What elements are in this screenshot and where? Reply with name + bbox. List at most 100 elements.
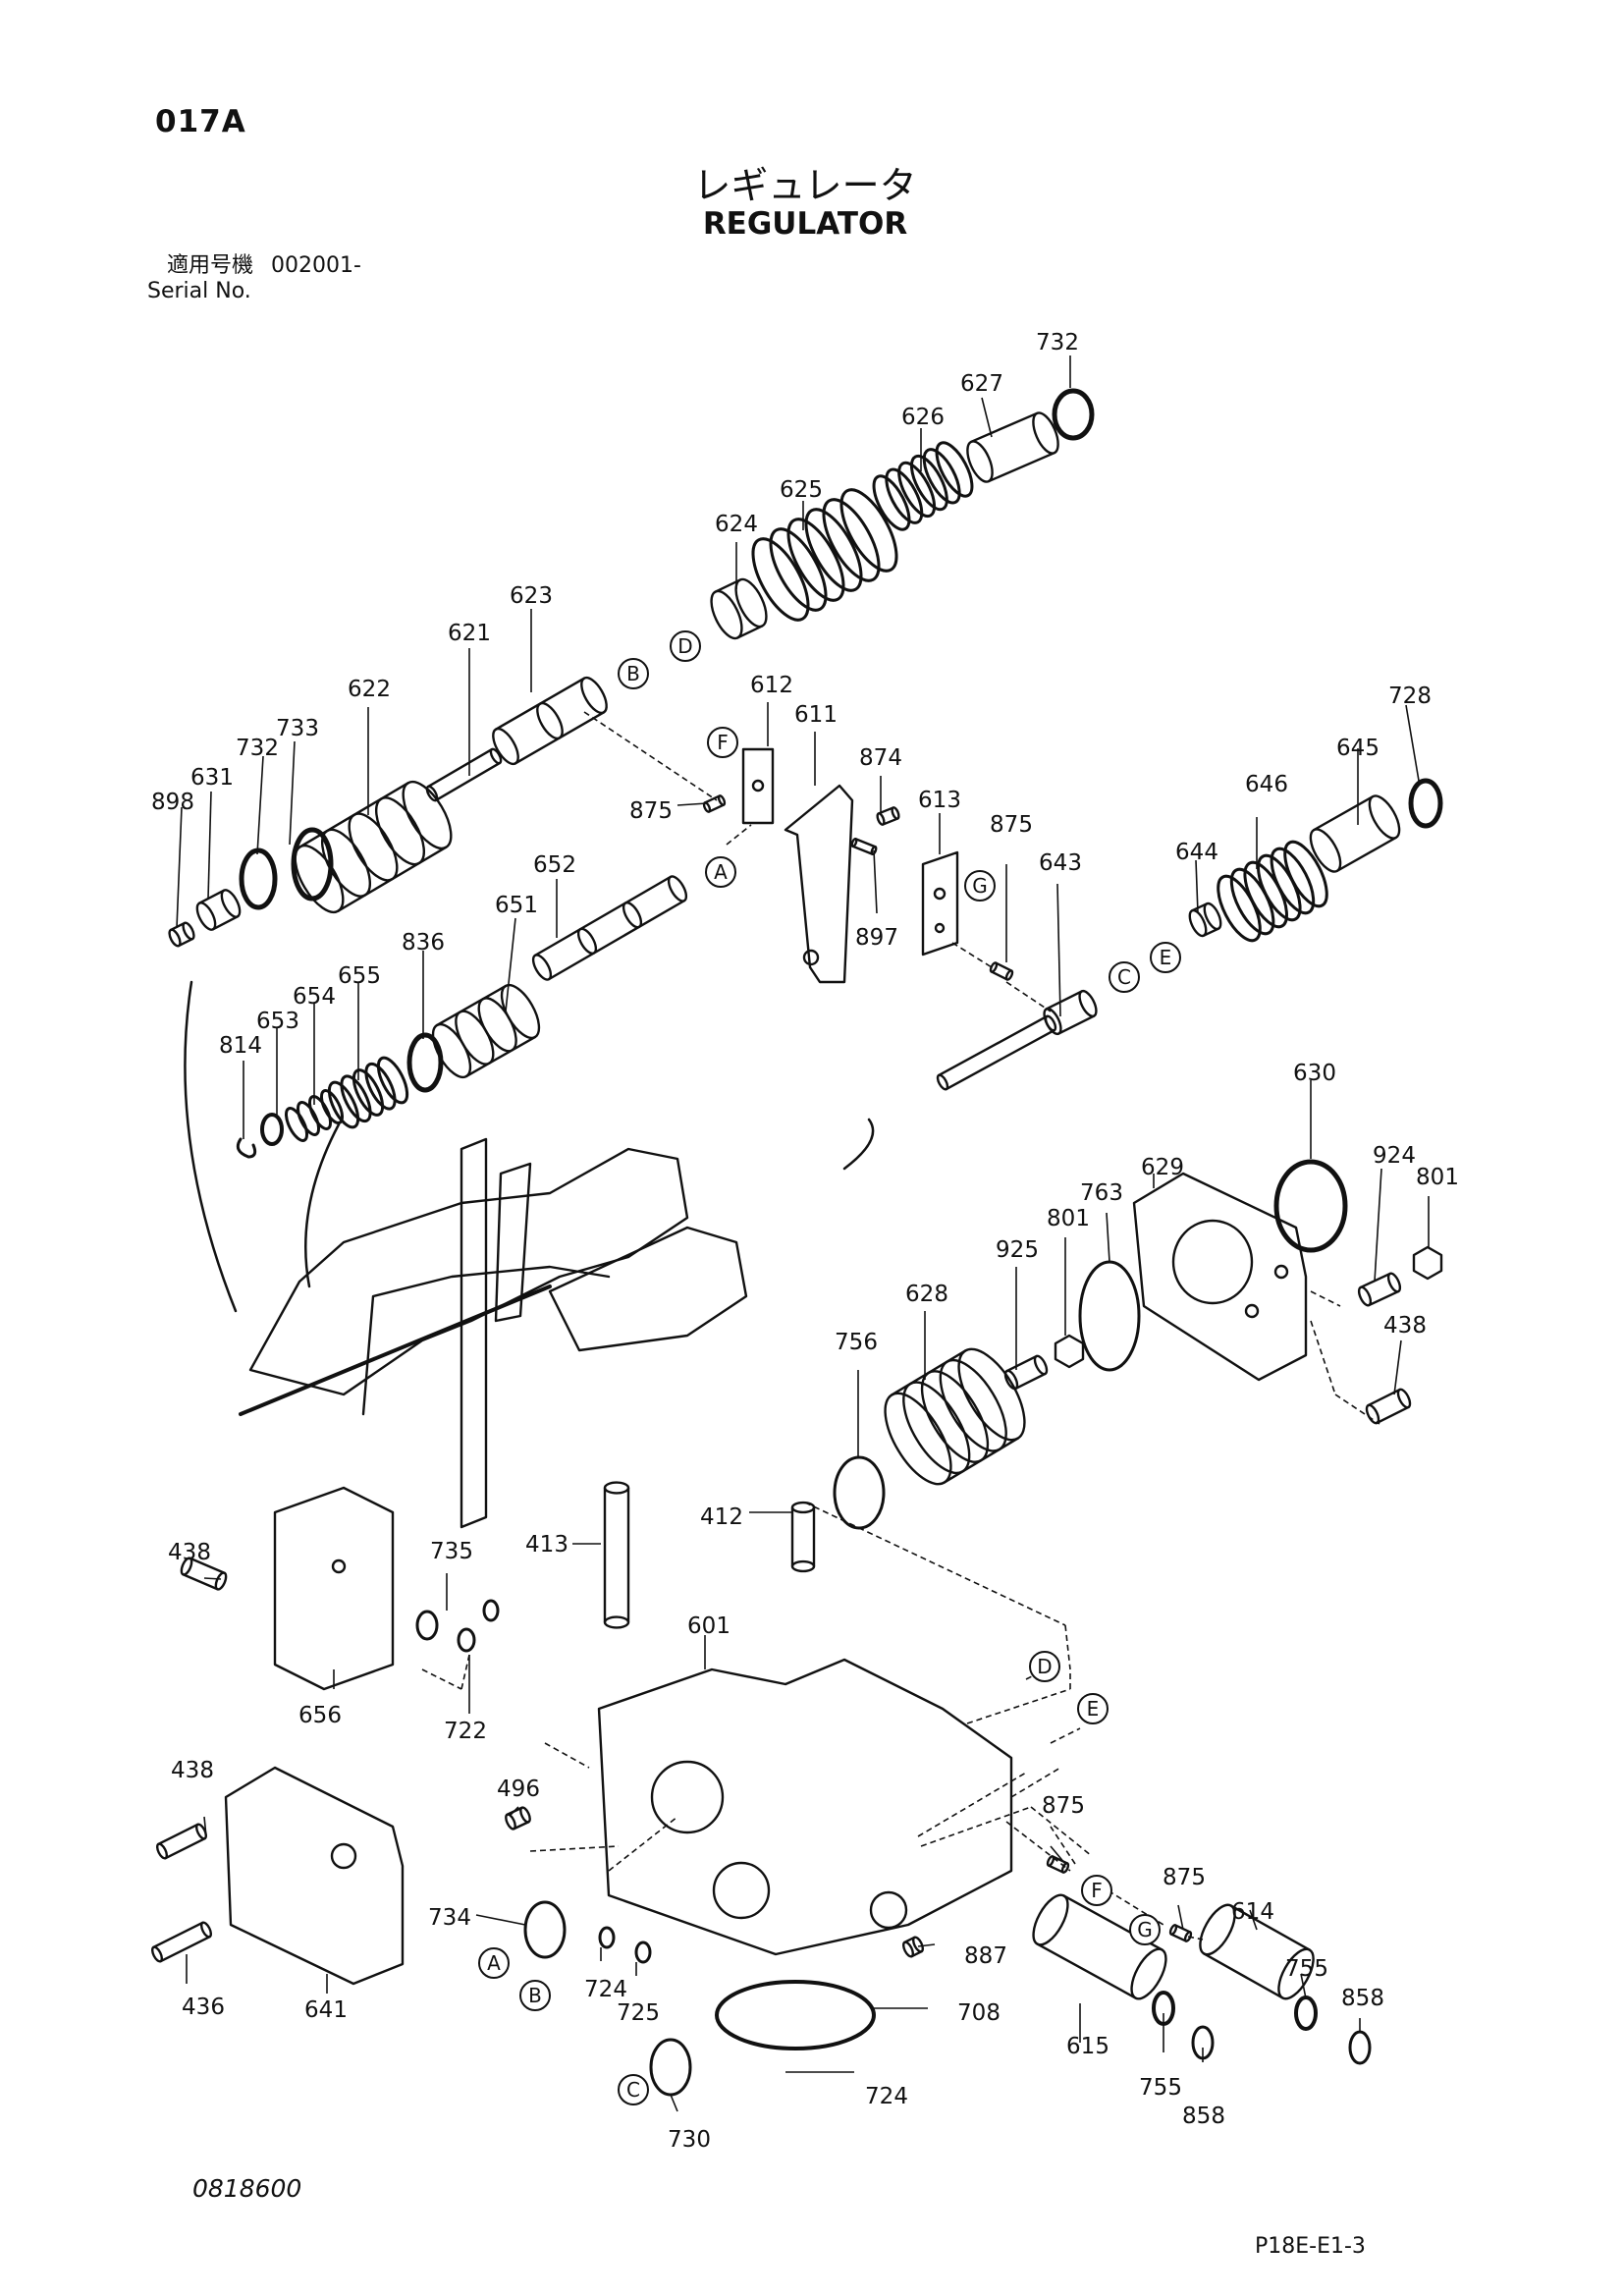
callout-641: 641 [304,1997,348,2023]
cover-629 [1132,1172,1308,1382]
drawing-number: 0818600 [192,2174,302,2203]
callout-630: 630 [1293,1061,1336,1086]
leader-line [917,1772,1027,1837]
assembly-spool-upper [248,1147,689,1396]
svg-text:G: G [1137,1918,1153,1941]
sleeve-623 [492,676,608,766]
leader-line [176,806,183,929]
plug-887 [901,1936,925,1958]
assembly-rod [361,1265,611,1416]
svg-text:B: B [626,662,640,685]
leader-line [951,942,993,968]
o-ring-735 [415,1610,439,1641]
o-ring-724 [598,1926,616,1949]
callout-732: 732 [236,736,279,761]
callout-734: 734 [428,1905,471,1931]
callout-728: 728 [1388,683,1432,709]
callout-655: 655 [338,963,381,989]
plug-645 [1309,794,1401,873]
o-ring-708 [715,1980,876,2050]
leader-line [917,1943,936,1947]
callout-656: 656 [298,1703,342,1728]
callout-755: 755 [1139,2075,1182,2101]
callout-858: 858 [1341,1986,1384,2011]
o-ring-730 [649,2038,692,2097]
o-ring-728 [1408,778,1443,829]
reference-letter-b: B [618,658,649,689]
leader-line [608,1816,678,1872]
leader-line [460,1654,470,1690]
o-ring-733 [291,827,334,902]
callout-874: 874 [859,745,902,771]
serial-label-japanese: 適用号機 [167,253,254,278]
callout-708: 708 [957,2000,1001,2026]
reference-letter-d: D [1029,1651,1060,1682]
leader-line [1056,883,1061,1017]
o-ring-725 [634,1941,652,1964]
cover-641 [224,1766,405,1986]
leader-line [1177,1904,1184,1931]
leader-line [670,2094,678,2112]
snap-ring-858-right [1348,2030,1372,2065]
leader-line [203,1816,207,1837]
leader-line [1195,859,1199,914]
callout-875: 875 [990,812,1033,838]
callout-644: 644 [1175,840,1218,865]
leader-line [726,824,752,846]
callout-725: 725 [617,2000,660,2026]
bolt-438-left [180,1557,228,1591]
leader-line [1050,1845,1066,1865]
leader-line [544,1742,590,1769]
pin-897 [850,838,878,855]
leader-line [1050,1727,1081,1744]
reference-letter-g: G [1129,1914,1161,1945]
o-ring-755-right [1294,1995,1318,2031]
callout-645: 645 [1336,736,1380,761]
serial-label-english: Serial No. [147,279,251,303]
callout-755: 755 [1285,1956,1328,1982]
reference-letter-b: B [519,1980,551,2011]
plug-898 [168,921,195,948]
bolt-438-lower [155,1823,208,1860]
reference-letter-c: C [618,2074,649,2105]
leader-line [203,1577,222,1580]
assembly-levers [460,1137,532,1529]
pin-875-mid [989,961,1014,981]
collar-643 [1043,989,1098,1036]
pin-875-body [1046,1855,1070,1874]
nut-801 [1054,1334,1085,1369]
callout-623: 623 [510,583,553,609]
pin-875-lower [1168,1924,1193,1942]
callout-652: 652 [533,852,576,878]
page-code: 017A [155,104,246,139]
callout-724: 724 [865,2084,908,2109]
page-title-english: REGULATOR [702,206,908,242]
callout-763: 763 [1080,1180,1123,1206]
callout-614: 614 [1231,1899,1274,1925]
callout-924: 924 [1373,1143,1416,1169]
callout-613: 613 [918,788,961,813]
o-ring-732 [239,847,278,910]
o-ring-722b [482,1599,500,1622]
callout-887: 887 [964,1943,1007,1969]
callout-621: 621 [448,621,491,646]
leader-line [1249,1909,1258,1931]
callout-628: 628 [905,1282,948,1307]
callout-724: 724 [584,1977,627,2002]
leader-line [920,1806,1032,1847]
callout-627: 627 [960,371,1003,397]
plate-612 [741,747,775,825]
svg-text:D: D [1037,1655,1052,1678]
o-ring-722 [457,1627,476,1653]
body-ports-601 [650,1760,908,1930]
o-ring-763 [1078,1260,1141,1372]
leader-line [475,1914,526,1926]
spring-655 [327,1056,409,1129]
callout-801: 801 [1416,1165,1459,1190]
assembly-spool-lower [548,1226,748,1352]
spring-626 [872,441,974,531]
serial-value: 002001- [271,253,361,278]
leader-line [1374,1168,1382,1283]
spool-652 [531,875,688,981]
callout-624: 624 [715,512,758,537]
